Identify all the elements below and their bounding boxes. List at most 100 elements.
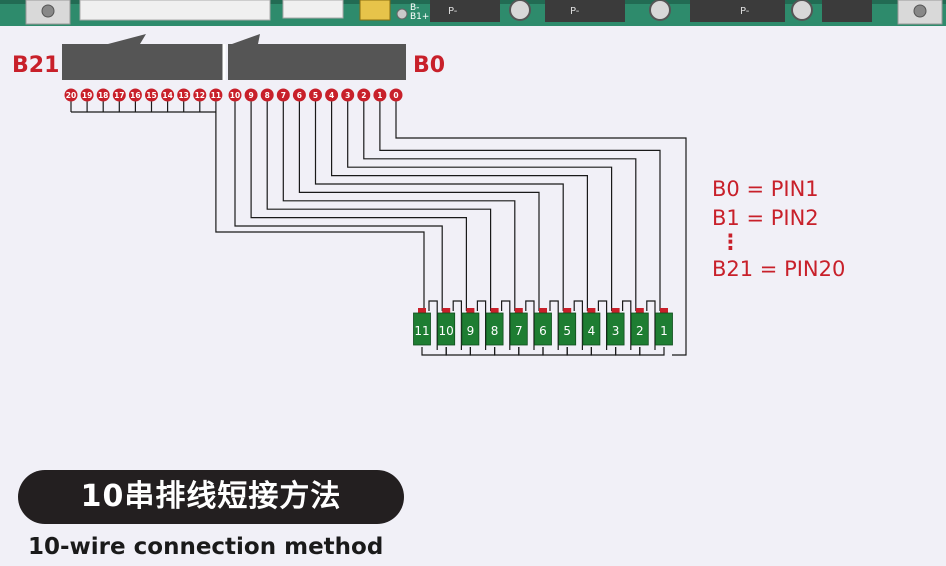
series-link bbox=[573, 300, 584, 350]
pcb-label-b-: B- bbox=[410, 3, 419, 13]
pin-20: 20 bbox=[64, 88, 78, 102]
pin-label: 1 bbox=[377, 91, 382, 100]
series-link bbox=[494, 347, 520, 356]
pin-label: 5 bbox=[313, 91, 318, 100]
mapping-line-1: B0 = PIN1 bbox=[712, 177, 819, 201]
pin-label: 13 bbox=[178, 91, 188, 100]
ribbon-plugs bbox=[62, 34, 406, 80]
pin-19: 19 bbox=[80, 88, 94, 102]
cell-9: 9 bbox=[461, 308, 480, 346]
series-link bbox=[614, 347, 641, 356]
cell-4: 4 bbox=[582, 308, 601, 346]
pin-7: 7 bbox=[276, 88, 290, 102]
cell-8: 8 bbox=[485, 308, 504, 346]
wire-pin-4 bbox=[331, 101, 589, 311]
pin-10: 10 bbox=[228, 88, 242, 102]
pin-label: 14 bbox=[162, 91, 172, 100]
cell-label: 1 bbox=[660, 324, 668, 338]
series-link bbox=[476, 300, 487, 350]
plug-b0-side bbox=[228, 44, 406, 80]
pin-4: 4 bbox=[325, 88, 339, 102]
pin-label: 20 bbox=[66, 91, 76, 100]
cell-label: 7 bbox=[515, 324, 523, 338]
cell-7: 7 bbox=[509, 308, 528, 346]
cell-1: 1 bbox=[655, 308, 673, 346]
cell-3: 3 bbox=[606, 308, 625, 346]
series-link bbox=[421, 347, 447, 356]
series-link bbox=[597, 300, 608, 350]
cell-11: 11 bbox=[413, 308, 431, 346]
plug-b21-side bbox=[62, 44, 224, 80]
wire-pin-3 bbox=[347, 101, 613, 311]
series-link bbox=[542, 347, 568, 356]
title-chinese: 10串排线短接方法 bbox=[80, 479, 342, 514]
pin-8: 8 bbox=[260, 88, 274, 102]
pin-18: 18 bbox=[96, 88, 110, 102]
series-link bbox=[621, 300, 632, 350]
wire-group-b21 bbox=[215, 112, 425, 311]
pcb-label-b1: B1+ bbox=[410, 12, 429, 22]
wire-pin-2 bbox=[363, 101, 637, 311]
title-english: 10-wire connection method bbox=[28, 534, 384, 560]
pin-label: 15 bbox=[146, 91, 156, 100]
pin-11: 11 bbox=[209, 88, 223, 102]
pin-label: 16 bbox=[130, 91, 140, 100]
screw-terminal-1 bbox=[509, 0, 531, 21]
pin-label: 3 bbox=[345, 91, 350, 100]
wire-pin-6 bbox=[298, 101, 540, 311]
series-link bbox=[549, 300, 559, 350]
series-link bbox=[469, 347, 496, 356]
pin-14: 14 bbox=[161, 88, 175, 102]
pins-b21-side: 20 19 18 17 16 15 14 13 12 11 bbox=[64, 88, 223, 102]
series-link bbox=[428, 300, 438, 350]
wire-pin-1 bbox=[379, 101, 661, 311]
cell-label: 10 bbox=[439, 324, 454, 338]
series-link bbox=[646, 300, 656, 350]
pin-label: 18 bbox=[98, 91, 108, 100]
series-link bbox=[639, 347, 665, 356]
wire-pin-5 bbox=[314, 101, 564, 311]
cell-10: 10 bbox=[437, 308, 456, 346]
cell-label: 8 bbox=[491, 324, 499, 338]
cell-label: 3 bbox=[612, 324, 620, 338]
cell-5: 5 bbox=[558, 308, 577, 346]
label-b0: B0 bbox=[413, 53, 446, 78]
series-link bbox=[590, 347, 617, 356]
pcb-label-p2: P- bbox=[570, 6, 580, 17]
wire-pin-9 bbox=[250, 101, 467, 311]
pcb-label-p3: P- bbox=[740, 6, 750, 17]
cell-label: 2 bbox=[636, 324, 644, 338]
mapping-line-2: B1 = PIN2 bbox=[712, 206, 819, 230]
pin-label: 17 bbox=[114, 91, 124, 100]
pin-15: 15 bbox=[145, 88, 158, 102]
cell-6: 6 bbox=[534, 308, 552, 346]
pin-label: 11 bbox=[211, 91, 221, 100]
pin-17: 17 bbox=[112, 88, 126, 102]
cell-label: 6 bbox=[539, 324, 547, 338]
pin-16: 16 bbox=[128, 88, 142, 102]
cell-label: 11 bbox=[414, 324, 429, 338]
wires bbox=[70, 101, 687, 356]
pcb-board: B1+ B- P- P- P- bbox=[0, 0, 946, 26]
pin-label: 0 bbox=[393, 91, 398, 100]
pin-2: 2 bbox=[357, 88, 371, 102]
pcb-connector-socket bbox=[79, 0, 271, 21]
wire-pin-8 bbox=[266, 101, 492, 311]
series-link bbox=[525, 300, 535, 350]
wire-pin-10 bbox=[234, 101, 443, 311]
series-link bbox=[566, 347, 593, 356]
pin-12: 12 bbox=[193, 88, 207, 102]
cell-label: 4 bbox=[588, 324, 596, 338]
pin-6: 6 bbox=[292, 88, 306, 102]
screw-terminal-2 bbox=[649, 0, 671, 21]
pin-label: 4 bbox=[329, 91, 334, 100]
pin-1: 1 bbox=[373, 88, 387, 102]
wire-pin-7 bbox=[282, 101, 516, 311]
pin-label: 19 bbox=[82, 91, 92, 100]
series-link bbox=[452, 300, 462, 350]
pin-label: 6 bbox=[297, 91, 302, 100]
pin-9: 9 bbox=[244, 88, 258, 102]
title-pill: 10串排线短接方法 bbox=[18, 470, 404, 524]
